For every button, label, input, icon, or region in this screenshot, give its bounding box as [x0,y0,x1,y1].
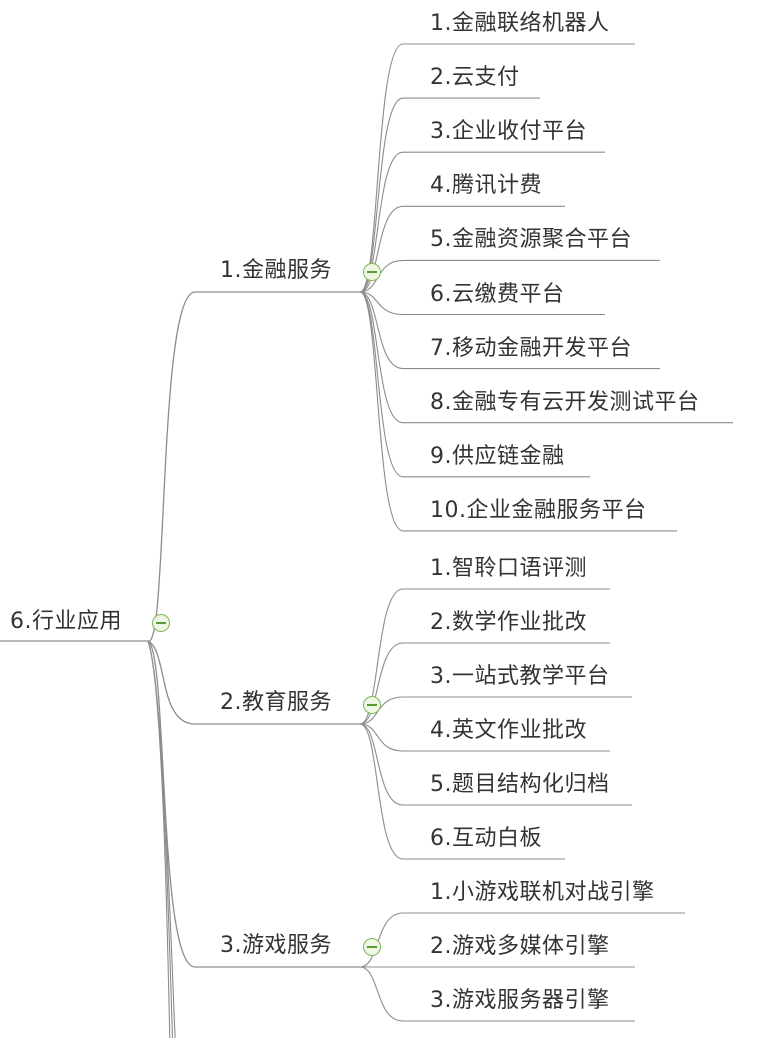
branch-topic[interactable]: 3.游戏服务 [220,933,332,958]
leaf-connector [359,723,404,752]
leaf-topic[interactable]: 6.云缴费平台 [430,281,565,307]
branch-connector [147,640,196,968]
leaf-topic[interactable]: 5.题目结构化归档 [430,772,610,797]
leaf-connector [359,43,404,293]
leaf-topic[interactable]: 1.小游戏联机对战引擎 [430,880,655,905]
branch-connector [147,640,196,725]
branch-collapse-button[interactable] [363,938,381,956]
leaf-topic[interactable]: 3.企业收付平台 [430,119,587,145]
leaf-connector [359,723,404,860]
offscreen-branch-connector [147,640,176,1038]
leaf-topic[interactable]: 9.供应链金融 [430,443,565,469]
branch-collapse-button[interactable] [363,263,381,281]
leaf-connector [359,291,404,316]
leaf-connector [359,205,404,293]
leaf-connector [359,723,404,806]
leaf-connector [359,291,404,478]
leaf-topic[interactable]: 3.一站式教学平台 [430,664,610,689]
leaf-connector [359,588,404,725]
branch-connector [147,291,196,642]
root-topic[interactable]: 6.行业应用 [10,609,122,634]
leaf-connector [359,966,404,1022]
leaf-topic[interactable]: 6.互动白板 [430,826,542,851]
branch-collapse-button[interactable] [363,696,381,714]
leaf-connector [359,642,404,725]
leaf-connector [359,291,404,424]
branch-topic[interactable]: 1.金融服务 [220,258,332,283]
leaf-topic[interactable]: 4.腾讯计费 [430,173,542,199]
leaf-topic[interactable]: 8.金融专有云开发测试平台 [430,389,700,415]
leaf-connector [359,291,404,370]
leaf-topic[interactable]: 5.金融资源聚合平台 [430,227,632,253]
root-collapse-button[interactable] [152,614,170,632]
leaf-topic[interactable]: 2.云支付 [430,65,520,91]
leaf-topic[interactable]: 7.移动金融开发平台 [430,335,632,361]
leaf-topic[interactable]: 4.英文作业批改 [430,718,587,743]
leaf-topic[interactable]: 1.智聆口语评测 [430,556,587,581]
leaf-connector [359,291,404,532]
leaf-topic[interactable]: 2.数学作业批改 [430,610,587,635]
leaf-connector [359,97,404,293]
leaf-topic[interactable]: 10.企业金融服务平台 [430,497,647,523]
leaf-topic[interactable]: 1.金融联络机器人 [430,11,610,36]
leaf-topic[interactable]: 2.游戏多媒体引擎 [430,934,610,959]
branch-topic[interactable]: 2.教育服务 [220,690,332,715]
leaf-connector [359,151,404,293]
leaf-topic[interactable]: 3.游戏服务器引擎 [430,988,610,1013]
